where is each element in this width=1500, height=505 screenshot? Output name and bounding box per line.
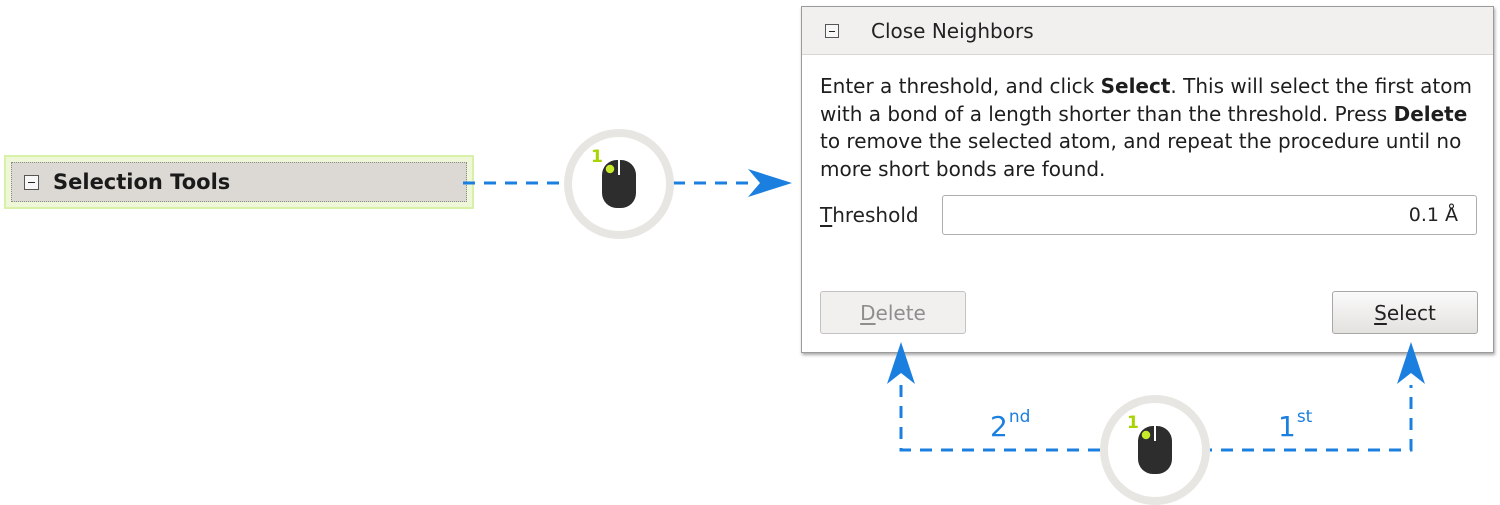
instructions-part: Enter a threshold, and click — [820, 74, 1101, 98]
arrow-to-close-neighbors — [463, 169, 792, 197]
selection-tools-title: Selection Tools — [53, 170, 231, 194]
arrow-to-delete-and-select — [887, 342, 1425, 452]
instructions-part: . This will select the first atom with a… — [820, 74, 1472, 126]
threshold-input[interactable]: 0.1 Å — [942, 195, 1477, 235]
click-count-text: 1 — [591, 147, 603, 167]
close-neighbors-header[interactable]: Close Neighbors — [802, 7, 1493, 55]
order-label-first: 1st — [1278, 407, 1313, 443]
mouse-click-icon: 1 — [563, 128, 675, 240]
delete-mnemonic: D — [860, 300, 876, 325]
collapse-icon[interactable] — [24, 174, 39, 190]
select-label-rest: elect — [1386, 300, 1436, 325]
instructions-text: Enter a threshold, and click Select. Thi… — [820, 73, 1485, 183]
collapse-icon[interactable] — [825, 23, 839, 38]
threshold-label: Threshold — [820, 203, 919, 227]
delete-label-rest: elete — [875, 300, 926, 325]
click-count-text: 1 — [1127, 413, 1139, 433]
select-mnemonic: S — [1374, 300, 1387, 325]
close-neighbors-title: Close Neighbors — [871, 18, 1034, 43]
selection-tools-header[interactable]: Selection Tools — [11, 162, 467, 202]
instructions-delete-word: Delete — [1393, 101, 1468, 126]
instructions-select-word: Select — [1100, 74, 1171, 98]
threshold-mnemonic: T — [820, 203, 833, 227]
close-neighbors-panel: Close Neighbors Enter a threshold, and c… — [801, 6, 1494, 353]
threshold-label-rest: hreshold — [832, 203, 919, 227]
order-label-second: 2nd — [990, 407, 1031, 443]
mouse-click-icon: 1 — [1099, 394, 1211, 505]
instructions-part: to remove the selected atom, and repeat … — [820, 129, 1462, 181]
selection-tools-panel[interactable]: Selection Tools — [4, 155, 474, 209]
